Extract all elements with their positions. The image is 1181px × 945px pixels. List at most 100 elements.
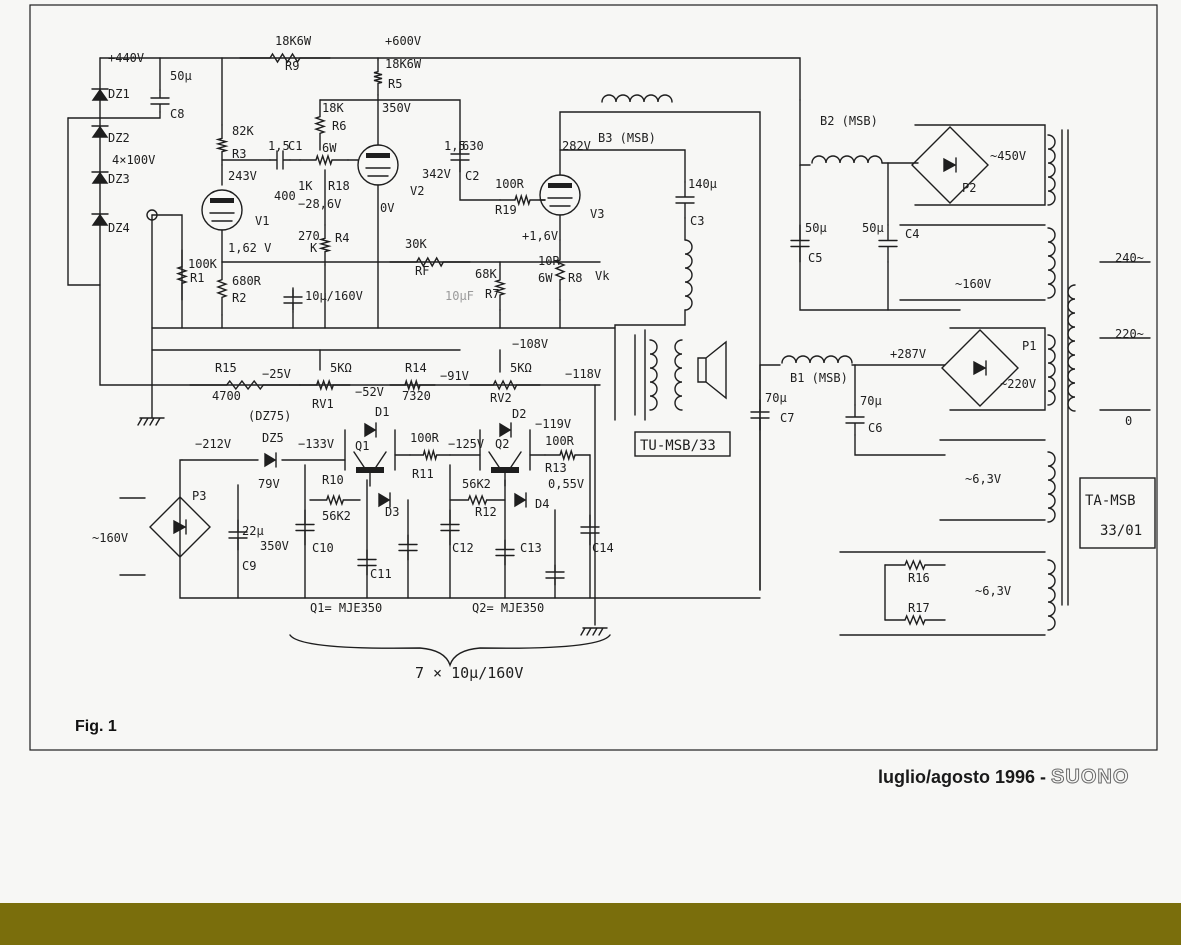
wire <box>319 99 461 143</box>
label-r2: R2 <box>232 291 246 305</box>
capacitor-c11 <box>357 549 377 576</box>
capacitor-c13b <box>545 564 565 586</box>
label-c11: C11 <box>370 567 392 581</box>
label-v212: −212V <box>195 437 231 451</box>
zener-dz3-icon <box>91 171 109 184</box>
transformer-winding-450v <box>1047 134 1056 206</box>
label-v162: 1,62 V <box>228 241 271 255</box>
label-r7: R7 <box>485 287 499 301</box>
resistor-r2 <box>215 261 229 316</box>
label-rf-val: 30K <box>405 237 427 251</box>
label-ac450: ~450V <box>990 149 1026 163</box>
label-q1: Q1 <box>355 439 369 453</box>
label-r9-val: 18K6W <box>275 34 312 48</box>
label-v79: 79V <box>258 477 280 491</box>
wire <box>119 497 146 576</box>
label-v91: −91V <box>440 369 469 383</box>
label-r9: R9 <box>285 59 299 73</box>
label-r8-val: 10R <box>538 254 560 268</box>
capacitor-c8 <box>150 89 170 113</box>
label-d1: D1 <box>375 405 389 419</box>
resistor-r18 <box>299 153 349 167</box>
wire <box>614 309 686 421</box>
wire <box>799 164 961 311</box>
label-v243: 243V <box>228 169 257 183</box>
label-r18: R18 <box>328 179 350 193</box>
label-ta2: 33/01 <box>1100 523 1142 539</box>
label-v119: −119V <box>535 417 571 431</box>
ground-bias-icon <box>580 627 608 636</box>
magazine-logo: SUONO <box>1051 766 1130 789</box>
label-r8-w: 6W <box>538 271 553 285</box>
label-r1-val: 100K <box>188 257 218 271</box>
label-q1-type: Q1= MJE350 <box>310 601 382 615</box>
label-q2-type: Q2= MJE350 <box>472 601 544 615</box>
label-r17: R17 <box>908 601 930 615</box>
label-dz3: DZ3 <box>108 172 130 186</box>
label-p3: P3 <box>192 489 206 503</box>
label-ta1: TA-MSB <box>1085 493 1136 509</box>
transformer-primary-icon <box>1067 284 1076 412</box>
resistor-r11 <box>409 448 451 462</box>
diode-d4-icon <box>514 492 527 508</box>
label-c5: C5 <box>808 251 822 265</box>
capacitor-c14 <box>580 514 600 546</box>
label-r6-val: 18K <box>322 101 344 115</box>
label-r10-val: 56K2 <box>322 509 351 523</box>
label-tu: TU-MSB/33 <box>640 438 716 454</box>
label-r11: R11 <box>412 467 434 481</box>
label-c1: C1 <box>288 139 302 153</box>
bridge-diode-icon <box>173 519 187 535</box>
resistor-r10 <box>309 493 361 507</box>
choke-b3-icon <box>601 94 673 103</box>
label-r1: R1 <box>190 271 204 285</box>
choke-b2-icon <box>811 155 883 164</box>
label-vk: Vk <box>595 269 610 283</box>
resistor-r7 <box>493 264 507 311</box>
label-c9-v: 350V <box>260 539 289 553</box>
wire <box>914 124 1046 206</box>
label-r3-val: 82K <box>232 124 254 138</box>
resistor-r1 <box>175 249 189 301</box>
label-v1: V1 <box>255 214 269 228</box>
label-c-cath: 10μ/160V <box>305 289 363 303</box>
label-v600: +600V <box>385 34 421 48</box>
tube-anode-icon <box>366 153 390 158</box>
resistor-r17 <box>884 614 946 626</box>
label-q2: Q2 <box>495 437 509 451</box>
label-ac160: ~160V <box>92 531 128 545</box>
output-transformer-primary-icon <box>649 339 658 411</box>
label-c9: C9 <box>242 559 256 573</box>
label-v342: 342V <box>422 167 451 181</box>
capacitor-cathode <box>283 287 303 313</box>
capacitor-c3 <box>675 181 695 219</box>
figure-border <box>29 4 1158 751</box>
diode-d2-icon <box>499 422 512 438</box>
speaker-icon <box>697 340 727 400</box>
label-p1: P1 <box>1022 339 1036 353</box>
label-r8: R8 <box>568 271 582 285</box>
resistor-r12 <box>449 494 506 506</box>
wire <box>899 224 1046 301</box>
label-c7-val: 70μ <box>765 391 787 405</box>
capacitor-c7 <box>750 399 770 431</box>
label-v055: 0,55V <box>548 477 584 491</box>
label-r10: R10 <box>322 473 344 487</box>
label-rv1-val: 5KΩ <box>330 361 352 375</box>
label-r12-val: 56K2 <box>462 477 491 491</box>
label-dz-spec: 4×100V <box>112 153 155 167</box>
transformer-winding-220v <box>1047 334 1056 406</box>
tube-v3-icon <box>539 174 581 216</box>
tube-v2-icon <box>357 144 399 186</box>
label-r14: R14 <box>405 361 427 375</box>
label-c2-v: 630 <box>462 139 484 153</box>
label-r13: R13 <box>545 461 567 475</box>
label-r16: R16 <box>908 571 930 585</box>
tube-anode-icon <box>548 183 572 188</box>
tube-anode-icon <box>210 198 234 203</box>
ground-left-icon <box>137 417 165 426</box>
label-rv2-val: 5KΩ <box>510 361 532 375</box>
label-c1-v: 400 <box>274 189 296 203</box>
